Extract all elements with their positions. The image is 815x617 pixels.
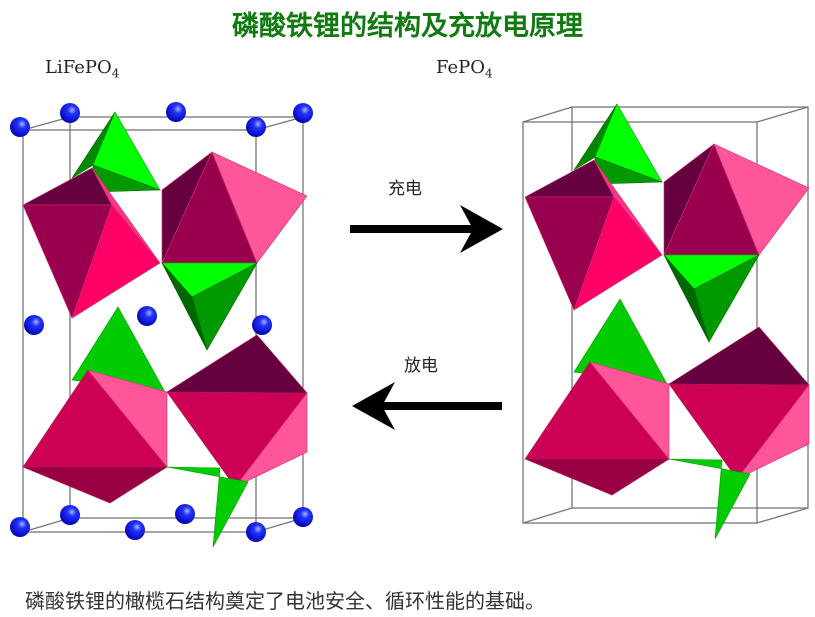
- lithium-atoms: [10, 102, 313, 542]
- lifepo4-crystal: [10, 102, 313, 548]
- formula-text: FePO: [436, 57, 486, 78]
- formula-subscript: 4: [111, 66, 120, 81]
- discharge-arrow: [352, 382, 502, 430]
- charge-label: 充电: [388, 179, 422, 199]
- discharge-label: 放电: [404, 356, 438, 376]
- unit-cell-box: [522, 106, 809, 524]
- charge-arrow: [350, 205, 503, 253]
- fepo4-crystal: [522, 103, 810, 540]
- formula-text: LiFePO: [45, 57, 112, 78]
- caption: 磷酸铁锂的橄榄石结构奠定了电池安全、循环性能的基础。: [25, 589, 545, 613]
- formula-subscript: 4: [485, 66, 493, 81]
- lifepo4-label: LiFePO4: [45, 57, 119, 81]
- polyhedra: [524, 103, 810, 540]
- figure-title: 磷酸铁锂的结构及充放电原理: [232, 11, 583, 42]
- fepo4-label: FePO4: [436, 57, 493, 81]
